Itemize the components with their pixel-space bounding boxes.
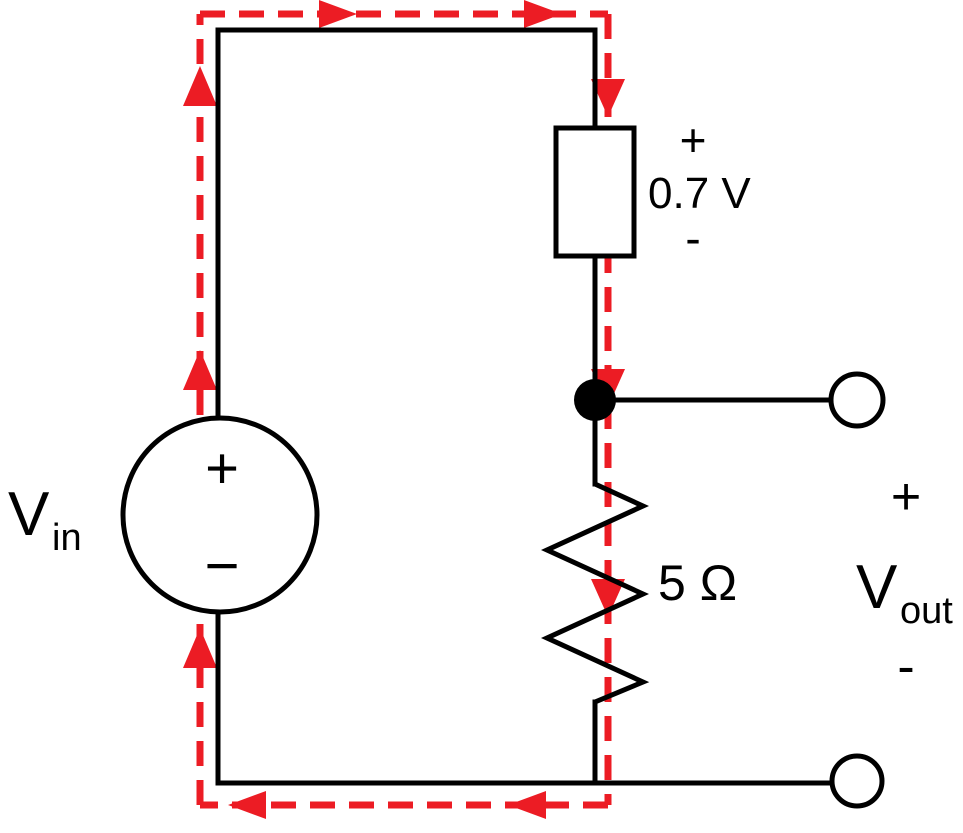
current-arrow-up-icon [183,66,217,106]
vout-label: V [856,553,898,622]
junction-node [574,379,616,421]
source-minus-sign: − [204,532,239,599]
output-terminal-positive [828,371,886,429]
diode-minus-sign: - [685,212,700,264]
current-arrow-down-icon [591,79,625,117]
current-arrow-right-icon [319,0,357,28]
current-arrow-up-icon [183,628,217,668]
resistor-value-label: 5 Ω [658,555,737,611]
current-arrow-down-icon [591,579,625,617]
vin-label: V [8,480,50,549]
vin-label-sub: in [52,517,82,559]
vout-plus-sign: + [891,468,921,526]
diode-value-label: 0.7 V [648,169,751,218]
resistor-zigzag [540,481,650,705]
voltage-source [120,415,320,615]
diode-plus-sign: + [680,114,707,166]
diode-body [553,125,637,259]
vout-minus-sign: - [897,638,914,696]
current-arrow-right-icon [524,0,562,28]
current-loop [183,0,625,819]
current-arrow-up-icon [183,350,217,390]
labels-group: V in + − + 0.7 V - 5 Ω + V out - [8,114,953,696]
circuit-wiring [215,27,836,786]
source-plus-sign: + [205,436,239,501]
current-arrow-left-icon [508,791,546,819]
vout-label-sub: out [900,590,953,632]
output-terminal-negative [829,753,885,809]
current-arrow-left-icon [228,791,266,819]
